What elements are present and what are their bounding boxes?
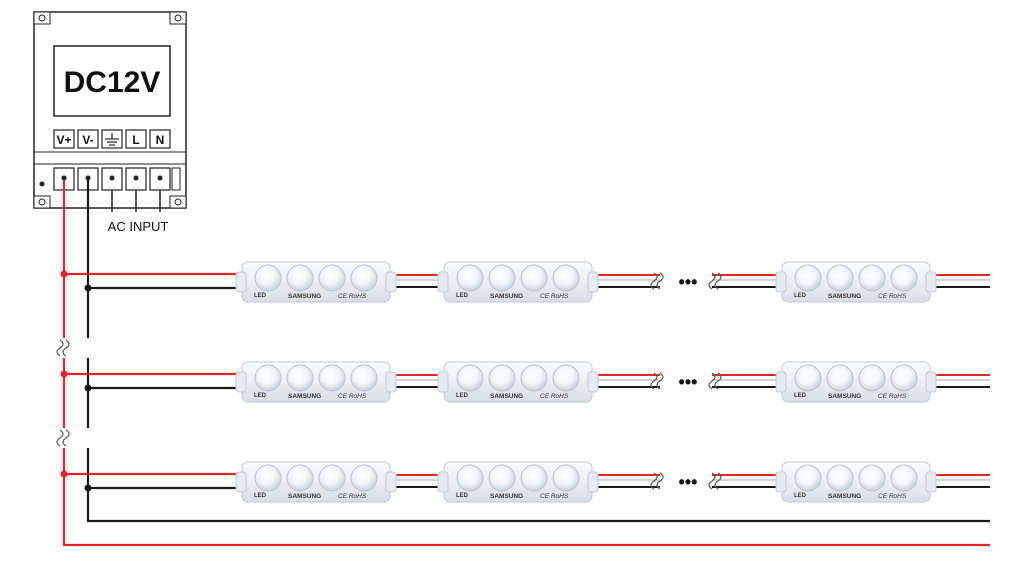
junction-dot [84,384,92,392]
terminal-labels: V+ V- L N [53,129,171,149]
bus-wires [62,180,990,547]
module-brand: SAMSUNG [828,393,861,400]
module-brand: SAMSUNG [828,493,861,500]
module-logo: LED [254,293,267,299]
module-marks: CE RoHS [878,493,907,500]
module-marks: CE RoHS [540,393,569,400]
module-logo: LED [794,393,807,399]
terminal-block [39,167,181,191]
module-logo: LED [794,293,807,299]
row-ellipsis: ••• [679,472,698,492]
junction-dot [60,470,68,478]
led-module: LED SAMSUNG CE RoHS [437,361,599,403]
module-marks: CE RoHS [878,393,907,400]
ac-input-label: AC INPUT [108,219,169,234]
led-module: LED SAMSUNG CE RoHS [235,261,397,303]
module-brand: SAMSUNG [490,493,523,500]
negative-trunk-wire [86,180,990,523]
module-marks: CE RoHS [540,493,569,500]
psu-voltage-label: DC12V [64,66,161,99]
terminal-label-n: N [156,133,165,147]
module-marks: CE RoHS [338,293,367,300]
junction-dot [60,370,68,378]
terminal-label-l: L [132,133,139,147]
junction-dot [84,284,92,292]
terminal-label-vplus: V+ [56,133,71,147]
ground-icon [105,133,119,146]
module-brand: SAMSUNG [288,293,321,300]
led-module: LED SAMSUNG CE RoHS [437,461,599,503]
module-marks: CE RoHS [338,393,367,400]
led-module: LED SAMSUNG CE RoHS [235,361,397,403]
module-brand: SAMSUNG [828,293,861,300]
junction-dot [84,484,92,492]
trunk-break-symbols [54,338,98,448]
psu-label-panel [53,45,171,117]
module-marks: CE RoHS [540,293,569,300]
row-ellipsis: ••• [679,372,698,392]
module-logo: LED [456,293,469,299]
module-brand: SAMSUNG [288,493,321,500]
terminal-label-vminus: V- [82,133,93,147]
led-module: LED SAMSUNG CE RoHS [437,261,599,303]
positive-trunk-wire [62,180,990,547]
module-logo: LED [456,393,469,399]
module-logo: LED [794,493,807,499]
module-marks: CE RoHS [338,493,367,500]
module-logo: LED [456,493,469,499]
module-brand: SAMSUNG [490,293,523,300]
module-brand: SAMSUNG [288,393,321,400]
row-ellipsis: ••• [679,272,698,292]
power-supply: DC12V V+ V- L N [33,11,187,234]
module-brand: SAMSUNG [490,393,523,400]
module-logo: LED [254,493,267,499]
module-marks: CE RoHS [878,293,907,300]
junction-dot [60,270,68,278]
led-module: LED SAMSUNG CE RoHS [775,361,937,403]
led-module: LED SAMSUNG CE RoHS [775,261,937,303]
led-module: LED SAMSUNG CE RoHS [235,461,397,503]
module-logo: LED [254,393,267,399]
led-module: LED SAMSUNG CE RoHS [775,461,937,503]
